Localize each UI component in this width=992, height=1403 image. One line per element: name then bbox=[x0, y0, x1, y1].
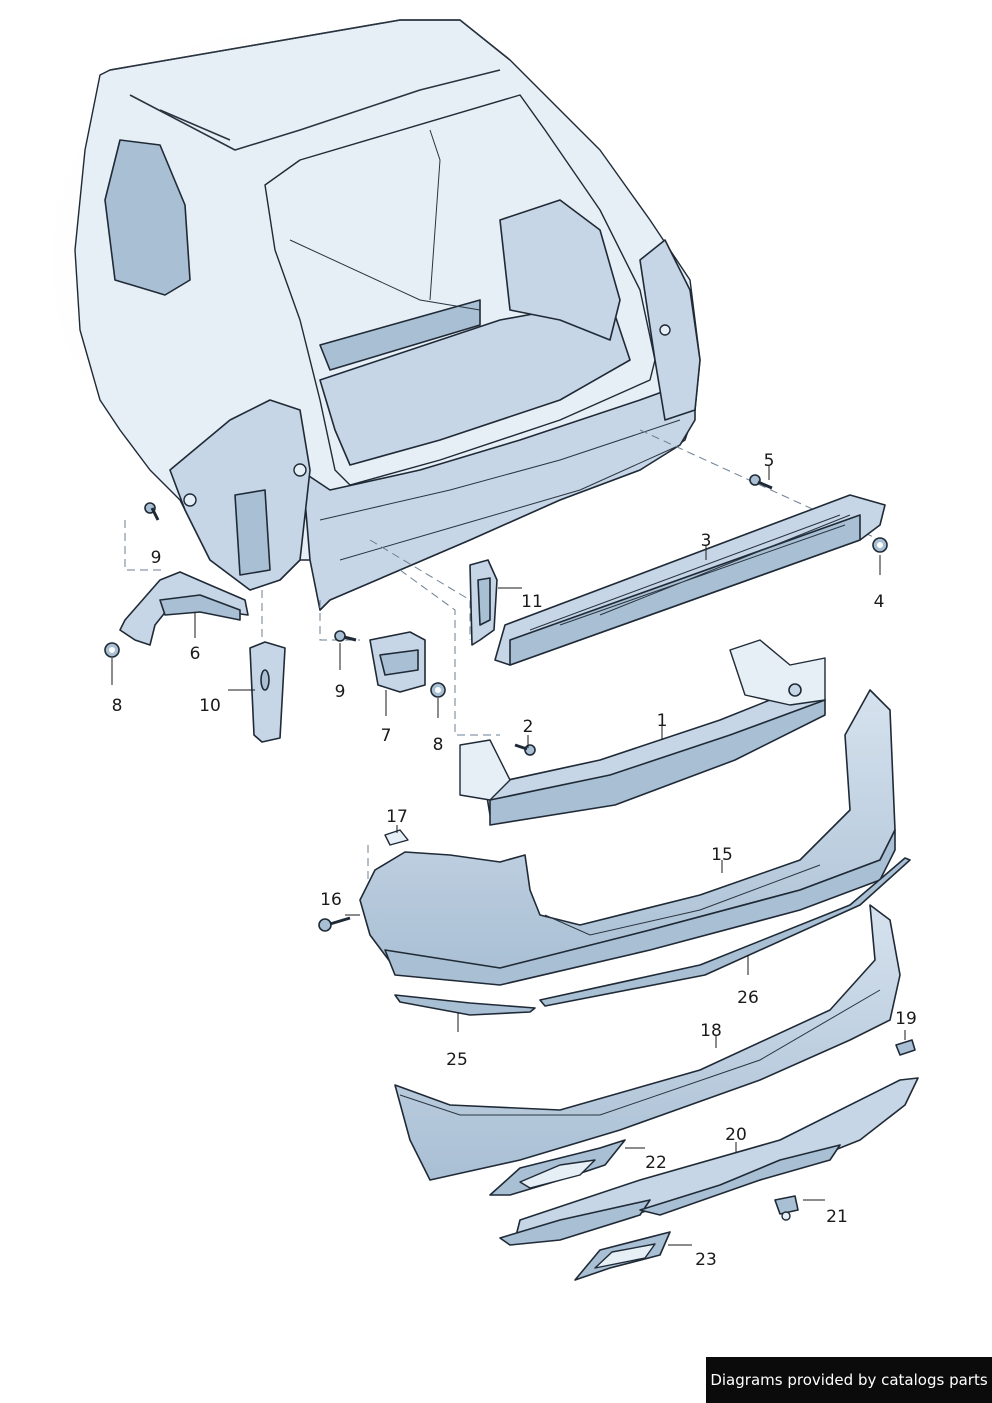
part-25-trim-strip bbox=[394, 994, 536, 1016]
part-20-diffuser bbox=[499, 1077, 919, 1246]
callout-2: 2 bbox=[523, 717, 534, 737]
part-3-energy-absorber bbox=[494, 494, 886, 666]
fastener-17-clip bbox=[384, 829, 409, 846]
leader-lines bbox=[111, 465, 906, 1246]
callout-18: 18 bbox=[700, 1021, 722, 1041]
callout-16: 16 bbox=[320, 890, 342, 910]
callout-3: 3 bbox=[701, 531, 712, 551]
part-23-exhaust-ring bbox=[574, 1231, 671, 1281]
callout-10: 10 bbox=[199, 696, 221, 716]
part-18-lower-bumper bbox=[394, 904, 901, 1181]
part-15-bumper-cover bbox=[359, 689, 896, 986]
footer-credit: Diagrams provided by catalogs parts bbox=[706, 1357, 992, 1403]
callout-21: 21 bbox=[826, 1207, 848, 1227]
callout-20: 20 bbox=[725, 1125, 747, 1145]
footer-credit-text: Diagrams provided by catalogs parts bbox=[710, 1371, 988, 1389]
fastener-21-clip bbox=[774, 1195, 799, 1221]
part-6-bracket bbox=[119, 571, 249, 646]
callout-7: 7 bbox=[381, 726, 392, 746]
fastener-9-bolt-center bbox=[334, 630, 357, 642]
fastener-9-bolt-left bbox=[144, 502, 160, 521]
fastener-19-clip bbox=[895, 1039, 916, 1056]
callout-6: 6 bbox=[190, 644, 201, 664]
callout-19: 19 bbox=[895, 1009, 917, 1029]
callout-15: 15 bbox=[711, 845, 733, 865]
fastener-4-nut bbox=[872, 537, 888, 553]
callout-9-center: 9 bbox=[335, 682, 346, 702]
part-7-bracket bbox=[369, 631, 426, 693]
callout-labels: 1 2 3 4 5 6 7 8 8 9 9 10 11 15 16 17 18 … bbox=[112, 451, 917, 1270]
callout-4: 4 bbox=[874, 592, 885, 612]
part-1-bumper-reinforcement bbox=[459, 639, 826, 826]
part-10-post bbox=[249, 641, 286, 743]
callout-1: 1 bbox=[657, 711, 668, 731]
callout-26: 26 bbox=[737, 988, 759, 1008]
part-11-bracket bbox=[469, 559, 498, 646]
vehicle-rear-body bbox=[74, 19, 701, 611]
callout-25: 25 bbox=[446, 1050, 468, 1070]
part-26-trim-strip bbox=[539, 857, 911, 1007]
fastener-5-bolt bbox=[749, 474, 773, 490]
callout-8-center: 8 bbox=[433, 735, 444, 755]
assembly-guide-lines bbox=[124, 429, 881, 880]
callout-17: 17 bbox=[386, 807, 408, 827]
callout-9-left: 9 bbox=[151, 548, 162, 568]
callout-8-left: 8 bbox=[112, 696, 123, 716]
callout-22: 22 bbox=[645, 1153, 667, 1173]
fastener-8-nut-left bbox=[104, 642, 120, 658]
fastener-2-bolt bbox=[514, 743, 536, 756]
part-22-exhaust-trim bbox=[489, 1139, 626, 1196]
callout-5: 5 bbox=[764, 451, 775, 471]
callout-23: 23 bbox=[695, 1250, 717, 1270]
fastener-8-nut-center bbox=[430, 682, 446, 698]
fastener-16-bolt bbox=[318, 916, 351, 932]
callout-11: 11 bbox=[521, 592, 543, 612]
